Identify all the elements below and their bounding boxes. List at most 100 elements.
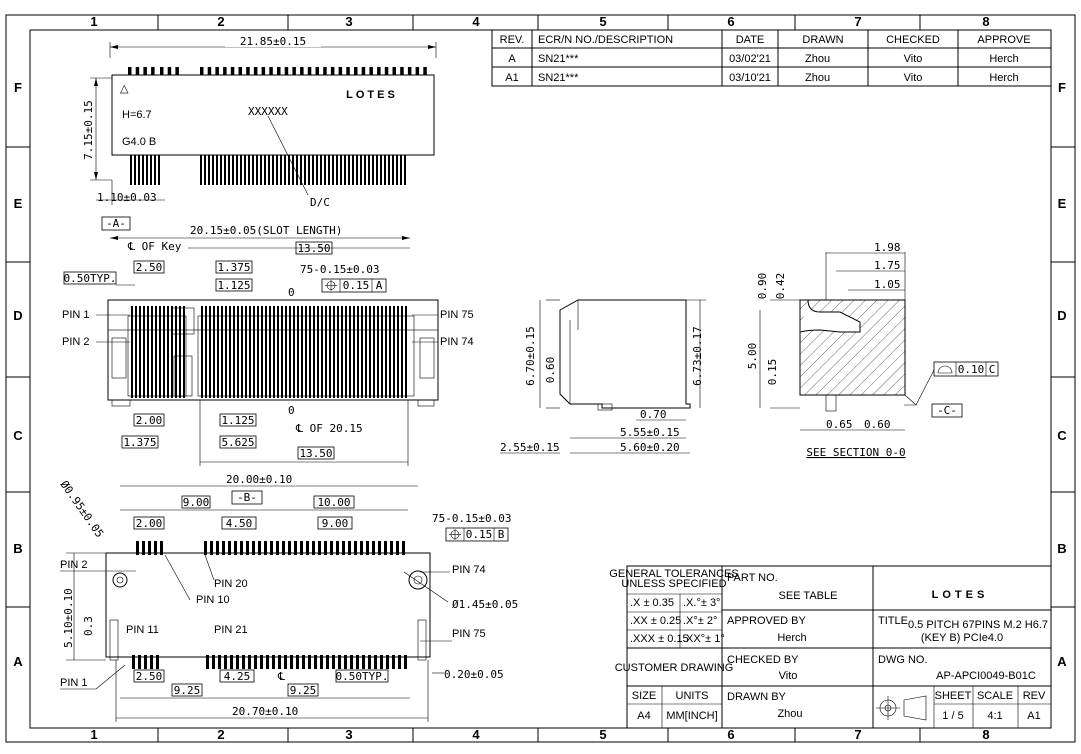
pin-mark bbox=[325, 306, 327, 398]
section-d0-15: 0.15 bbox=[766, 359, 779, 386]
zone-row-a: A bbox=[13, 654, 23, 669]
pin-mark bbox=[244, 155, 246, 185]
rev-header-checked: CHECKED bbox=[886, 34, 940, 46]
front-d13-50: 13.50 bbox=[297, 242, 330, 255]
pin-mark bbox=[401, 306, 403, 398]
bottom-tol-ref: B bbox=[498, 528, 505, 541]
bottom-pin21: PIN 21 bbox=[214, 624, 248, 636]
zone-col-5-bottom: 5 bbox=[599, 727, 606, 742]
pin-mark bbox=[300, 155, 302, 185]
section-d1-98: 1.98 bbox=[874, 241, 901, 254]
tb-approved-label: APPROVED BY bbox=[727, 615, 807, 627]
zone-rows: F E D C B A F E D C B A bbox=[6, 80, 1075, 669]
zone-row-b-right: B bbox=[1057, 541, 1066, 556]
pin-mark bbox=[288, 155, 290, 185]
tb-part-no: SEE TABLE bbox=[779, 590, 838, 602]
pin-mark bbox=[396, 541, 399, 555]
pin-mark bbox=[276, 155, 278, 185]
section-title: SEE SECTION 0-0 bbox=[806, 446, 905, 459]
pin-mark bbox=[402, 541, 405, 555]
section-d0-60: 0.60 bbox=[864, 418, 891, 431]
bottom-d9-00a: 9.00 bbox=[183, 496, 210, 509]
pin-mark bbox=[346, 67, 350, 75]
pin-mark bbox=[332, 655, 335, 669]
pin-mark bbox=[223, 67, 227, 75]
title-block: GENERAL TOLERANCES UNLESS SPECIFIED .X ±… bbox=[609, 565, 1052, 729]
pin-mark bbox=[224, 155, 226, 185]
pin-mark bbox=[138, 655, 141, 669]
pin-mark bbox=[407, 67, 412, 75]
pin-mark bbox=[305, 306, 307, 398]
rev-row-a-desc: SN21*** bbox=[538, 53, 579, 65]
bottom-b9-25a: 9.25 bbox=[174, 684, 201, 697]
pin-mark bbox=[400, 67, 404, 75]
pin-mark bbox=[134, 155, 136, 185]
tb-checked-label: CHECKED BY bbox=[727, 654, 799, 666]
pin-mark bbox=[142, 541, 145, 555]
pin-mark bbox=[154, 541, 157, 555]
pin-mark bbox=[405, 306, 407, 398]
zone-row-b: B bbox=[13, 541, 22, 556]
pin-mark bbox=[147, 306, 149, 398]
pin-mark bbox=[321, 306, 323, 398]
pin-mark bbox=[404, 155, 406, 185]
pin-mark bbox=[357, 306, 359, 398]
zone-col-3: 3 bbox=[345, 14, 352, 29]
pin-mark bbox=[415, 67, 420, 75]
pin-mark bbox=[246, 67, 250, 75]
bottom-w20: 20.00±0.10 bbox=[226, 473, 292, 486]
pin-mark bbox=[285, 306, 287, 398]
front-pin75: PIN 75 bbox=[440, 309, 474, 321]
pin-mark bbox=[348, 541, 351, 555]
bottom-w20-70: 20.70±0.10 bbox=[232, 705, 298, 718]
pin-mark bbox=[236, 655, 239, 669]
pin-mark bbox=[156, 655, 159, 669]
pin-mark bbox=[365, 306, 367, 398]
section-view: 1.98 1.75 1.05 0.90 0.42 5.00 0.15 0.65 … bbox=[746, 241, 999, 459]
pin-mark bbox=[253, 67, 258, 75]
pin-mark bbox=[252, 155, 254, 185]
pin-mark bbox=[284, 655, 287, 669]
pin-mark bbox=[233, 306, 235, 398]
pin-mark bbox=[276, 541, 279, 555]
tb-logo: LOTES bbox=[932, 589, 989, 601]
top-logo: LOTES bbox=[346, 89, 398, 101]
zone-row-f-right: F bbox=[1058, 80, 1066, 95]
pin-mark bbox=[232, 155, 234, 185]
rev-row-a1-date: 03/10'21 bbox=[729, 72, 771, 84]
bottom-datum-b: -B- bbox=[237, 491, 257, 504]
rev-row-a-drawn: Zhou bbox=[805, 53, 830, 65]
front-cl-key: ℄ OF Key bbox=[127, 240, 182, 253]
pin-mark bbox=[342, 541, 345, 555]
pin-mark bbox=[284, 155, 286, 185]
projection-symbol-icon bbox=[876, 695, 927, 721]
pin-mark bbox=[400, 155, 402, 185]
bottom-b4-25: 4.25 bbox=[224, 670, 251, 683]
pin-mark bbox=[148, 541, 151, 555]
tb-title-line1: 0.5 PITCH 67PINS M.2 H6.7 bbox=[908, 619, 1048, 631]
bottom-pin10: PIN 10 bbox=[196, 594, 230, 606]
zone-col-2: 2 bbox=[217, 14, 224, 29]
pin-mark bbox=[282, 541, 285, 555]
pin-mark bbox=[302, 655, 305, 669]
pin-mark bbox=[332, 155, 334, 185]
pin-mark bbox=[228, 155, 230, 185]
side-profile bbox=[559, 299, 691, 409]
front-b-zero: 0 bbox=[288, 404, 295, 417]
pin-mark bbox=[269, 67, 273, 75]
pin-mark bbox=[362, 655, 365, 669]
pin-mark bbox=[277, 67, 281, 75]
rev-row-a1-desc: SN21*** bbox=[538, 72, 579, 84]
pin-mark bbox=[143, 67, 147, 75]
pin-mark bbox=[160, 541, 163, 555]
pin-mark bbox=[136, 541, 139, 555]
pin-mark bbox=[306, 541, 309, 555]
pin-mark bbox=[264, 155, 266, 185]
pin-mark bbox=[369, 306, 371, 398]
side-w3: 5.60±0.20 bbox=[620, 441, 680, 454]
bottom-tol: 0.15 bbox=[466, 528, 493, 541]
pin-mark bbox=[368, 655, 371, 669]
rev-row-a-rev: A bbox=[508, 53, 516, 65]
pin-mark bbox=[265, 306, 267, 398]
front-b-cl: ℄ OF 20.15 bbox=[295, 422, 363, 435]
